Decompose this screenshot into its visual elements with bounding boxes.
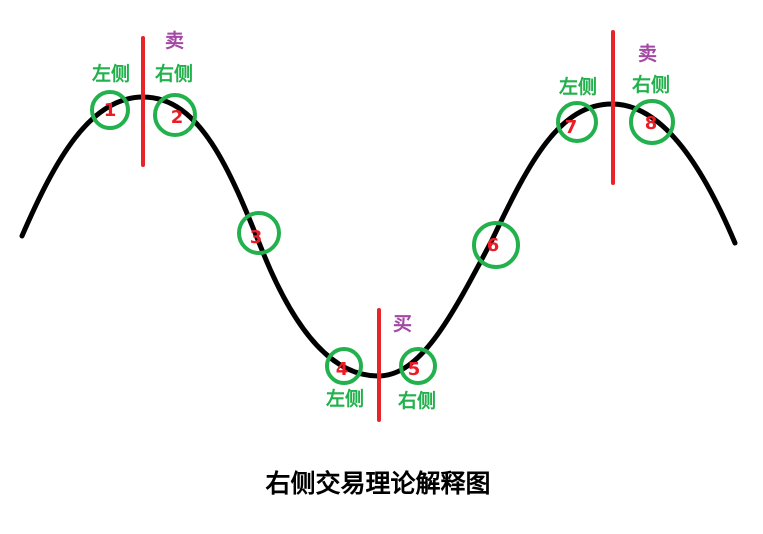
turning-point-trough: 买 左侧 右侧 [326, 308, 436, 422]
point-number: 3 [250, 227, 263, 248]
point-circle [399, 347, 437, 385]
turning-point-peak-1: 卖 左侧 右侧 [92, 30, 193, 167]
point-circle [325, 347, 363, 385]
left-side-label: 左侧 [92, 62, 130, 85]
point-circle [90, 90, 130, 130]
point-number: 7 [565, 117, 578, 138]
point-4: 4 [325, 347, 363, 385]
point-7: 7 [556, 101, 598, 143]
point-2: 2 [153, 93, 197, 137]
left-side-label: 左侧 [559, 75, 597, 98]
point-8: 8 [629, 99, 675, 145]
point-6: 6 [472, 221, 520, 269]
point-number: 4 [336, 359, 349, 380]
point-number: 2 [171, 107, 184, 128]
sell-label: 卖 [638, 43, 657, 65]
point-circle [153, 93, 197, 137]
point-number: 5 [408, 359, 421, 380]
right-side-label: 右侧 [631, 73, 670, 96]
point-1: 1 [90, 90, 130, 130]
right-side-label: 右侧 [154, 62, 193, 85]
turning-point-peak-2: 卖 左侧 右侧 [559, 30, 670, 185]
point-3: 3 [237, 211, 281, 255]
point-5: 5 [399, 347, 437, 385]
buy-label: 买 [393, 313, 412, 335]
point-number: 8 [645, 113, 658, 134]
point-circle [472, 221, 520, 269]
point-circle [556, 101, 598, 143]
diagram-title: 右侧交易理论解释图 [265, 469, 490, 498]
point-circle [237, 211, 281, 255]
right-side-label: 右侧 [397, 389, 436, 412]
sell-label: 卖 [165, 30, 184, 52]
point-number: 1 [104, 100, 117, 121]
point-number: 6 [487, 235, 500, 256]
left-side-label: 左侧 [326, 387, 364, 410]
point-circle [629, 99, 675, 145]
